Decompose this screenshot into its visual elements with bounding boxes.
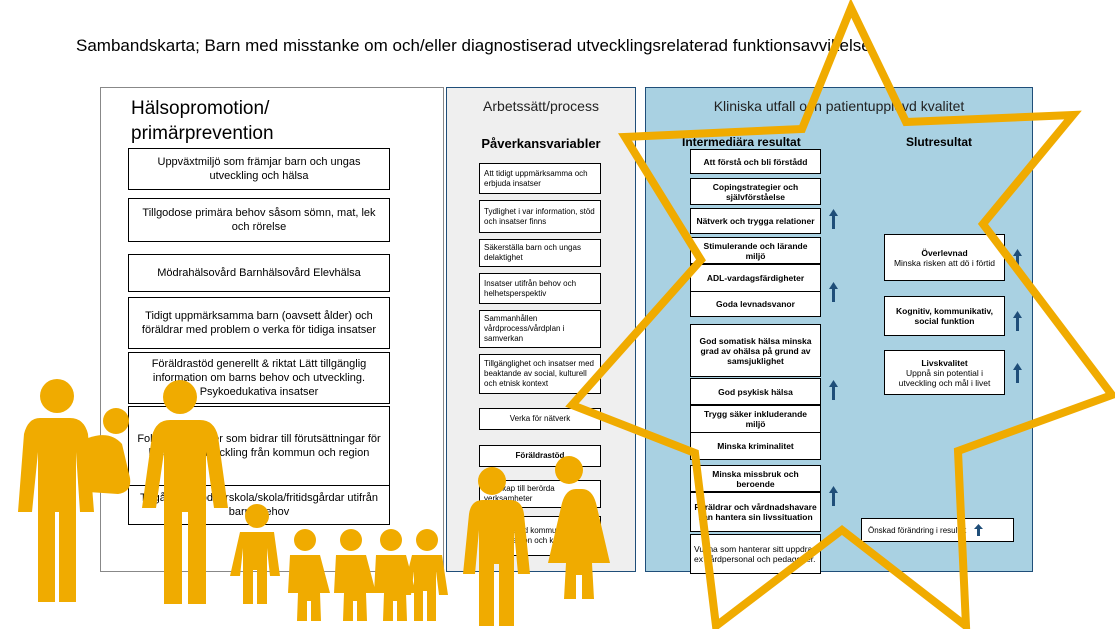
final-result-text: Uppnå sin potential i utveckling och mål… xyxy=(898,367,991,388)
process-box: Verka för nätverk xyxy=(479,408,601,430)
child-figure-icon xyxy=(402,529,448,621)
process-box: Tydlighet i var information, stöd och in… xyxy=(479,200,601,233)
up-arrow-icon xyxy=(829,282,838,302)
adult-figure-icon xyxy=(18,379,94,602)
intermediate-box: God psykisk hälsa xyxy=(690,378,821,405)
promotion-box: Tillgodose primära behov såsom sömn, mat… xyxy=(128,198,390,242)
family-figures-icon xyxy=(18,379,610,626)
process-subtitle: Påverkansvariabler xyxy=(481,136,601,151)
up-arrow-icon xyxy=(974,524,984,536)
intermediate-box: Copingstrategier och självförståelse xyxy=(690,178,821,205)
health-promotion-title-line1: Hälsopromotion/ xyxy=(131,98,270,119)
final-result-heading: Livskvalitet xyxy=(921,357,968,368)
promotion-box: Mödrahälsovård Barnhälsovård Elevhälsa xyxy=(128,254,390,292)
intermediate-box: Att förstå och bli förstådd xyxy=(690,149,821,174)
legend-label: Önskad förändring i resultat xyxy=(868,525,967,535)
page-title: Sambandskarta; Barn med misstanke om och… xyxy=(76,36,871,55)
health-promotion-title-line2: primärprevention xyxy=(131,123,274,144)
health-promotion-title: Hälsopromotion/ primärprevention xyxy=(131,96,274,146)
intermediate-box: Stimulerande och lärande miljö xyxy=(690,237,821,264)
child-figure-icon xyxy=(374,529,416,621)
final-result-heading: Kognitiv, kommunikativ, social funktion xyxy=(896,306,993,326)
child-figure-icon xyxy=(230,504,280,604)
final-result-text: Minska risken att dö i förtid xyxy=(893,257,996,268)
star-outline-icon xyxy=(565,0,1115,629)
process-panel: Arbetssätt/process Påverkansvariabler At… xyxy=(446,87,636,572)
legend-box: Önskad förändring i resultat xyxy=(861,518,1014,542)
intermediate-box: Minska missbruk och beroende xyxy=(690,465,821,492)
intermediate-box: Minska kriminalitet xyxy=(690,432,821,460)
process-box: Att tidigt uppmärksamma och erbjuda insa… xyxy=(479,163,601,194)
adult-figure-icon xyxy=(548,456,610,599)
promotion-box: Tidigt uppmärksamma barn (oavsett ålder)… xyxy=(128,297,390,349)
intermediate-box: Trygg säker inkluderande miljö xyxy=(690,405,821,433)
process-title: Arbetssätt/process xyxy=(483,98,599,114)
intermediate-box: ADL-vardagsfärdigheter xyxy=(690,264,821,292)
up-arrow-icon xyxy=(829,209,838,229)
adult-figure-icon xyxy=(142,380,228,604)
up-arrow-icon xyxy=(829,380,838,400)
process-box: Sammanhållen vårdprocess/vårdplan i samv… xyxy=(479,310,601,348)
process-box: Tillgänglighet och insatser med beaktand… xyxy=(479,354,601,394)
adult-figure-icon xyxy=(463,467,530,626)
baby-figure-icon xyxy=(78,408,131,494)
up-arrow-icon xyxy=(1013,363,1022,383)
process-box: Säkerställa barn och ungas delaktighet xyxy=(479,239,601,267)
final-result-heading: Överlevnad xyxy=(921,247,968,258)
child-figure-icon xyxy=(334,529,376,621)
process-box: Insatser utifrån behov och helhetsperspe… xyxy=(479,273,601,304)
up-arrow-icon xyxy=(1013,311,1022,331)
up-arrow-icon xyxy=(829,486,838,506)
child-figure-icon xyxy=(288,529,330,621)
intermediate-results-heading: Intermediära resultat xyxy=(682,135,801,149)
final-results-heading: Slutresultat xyxy=(906,135,973,149)
intermediate-box: Goda levnadsvanor xyxy=(690,291,821,317)
promotion-box: Uppväxtmiljö som främjar barn och ungas … xyxy=(128,148,390,190)
intermediate-box: Föräldrar och vårdnadshavare kan hantera… xyxy=(690,492,821,532)
up-arrow-icon xyxy=(1013,249,1022,269)
final-result-box: Kognitiv, kommunikativ, social funktion xyxy=(884,296,1005,336)
outcomes-panel: Kliniska utfall och patientupplevd kvali… xyxy=(645,87,1033,574)
intermediate-box: Nätverk och trygga relationer xyxy=(690,208,821,234)
intermediate-box: God somatisk hälsa minska grad av ohälsa… xyxy=(690,324,821,377)
